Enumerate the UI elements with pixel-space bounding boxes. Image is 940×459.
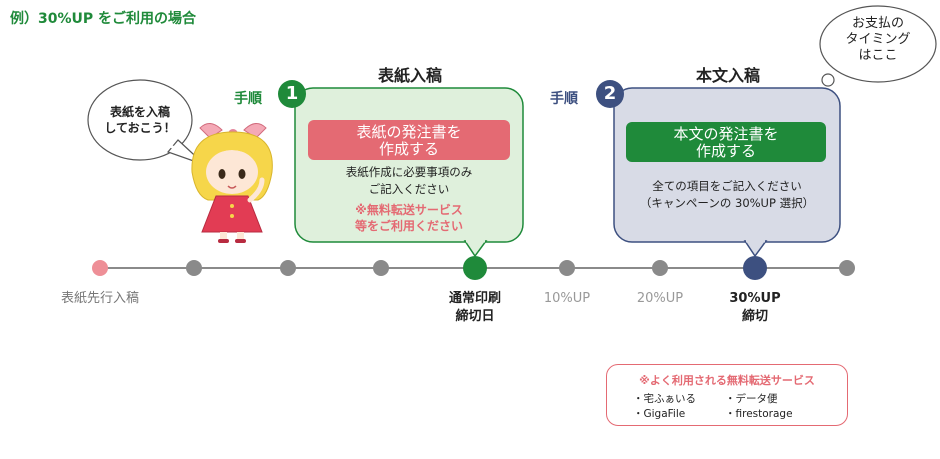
timeline-label-deadline: 通常印刷 締切日 [420, 290, 530, 326]
thought-bubble-right-text: お支払の タイミング はここ [826, 16, 930, 64]
step2-panel [613, 87, 841, 258]
step1-note: ※無料転送サービス 等をご利用ください [300, 202, 518, 234]
speech-right-line3: はここ [858, 48, 898, 63]
timeline-dot-3 [280, 260, 296, 276]
timeline-30pct-line2: 締切 [741, 309, 768, 324]
timeline-dot-30pct [743, 256, 767, 280]
timeline-dot-2 [186, 260, 202, 276]
timeline-dot-4 [373, 260, 389, 276]
timeline-deadline-line2: 締切日 [455, 309, 495, 324]
step1-button-line1: 表紙の発注書を [356, 123, 462, 141]
services-title: ※よく利用される無料転送サービス [639, 374, 815, 387]
timeline-30pct-line1: 30%UP [729, 291, 781, 306]
step1-button-line2: 作成する [378, 140, 439, 158]
step2-number-badge: 2 [596, 80, 624, 108]
step2-create-order-button[interactable]: 本文の発注書を 作成する [626, 122, 826, 162]
step1-desc-line1: 表紙作成に必要事項のみ [345, 165, 473, 179]
timeline-label-10pct: 10%UP [543, 291, 591, 306]
step2-title: 本文入稿 [695, 66, 760, 85]
timeline-label-cover-first: 表紙先行入稿 [60, 291, 139, 306]
services-list: ・宅ふぁいる ・データ便 ・GigaFile ・firestorage [607, 388, 847, 421]
page-heading: 例）30%UP をご利用の場合 [10, 11, 197, 27]
service-item: ・宅ふぁいる [633, 393, 696, 405]
step2-description: 全ての項目をご記入ください （キャンペーンの 30%UP 選択） [618, 178, 836, 212]
step2-button-line2: 作成する [695, 142, 756, 160]
step1-desc-line2: ご記入ください [368, 182, 450, 196]
step2-label: 手順 [550, 91, 578, 107]
timeline-deadline-line1: 通常印刷 [448, 291, 501, 306]
step2-desc-line1: 全ての項目をご記入ください [652, 179, 802, 193]
girl-character-illustration [191, 123, 273, 243]
step2-button-line1: 本文の発注書を [673, 125, 779, 143]
speech-left-line1: 表紙を入稿 [109, 105, 170, 119]
step1-description: 表紙作成に必要事項のみ ご記入ください [300, 164, 518, 198]
step1-note-line2: 等をご利用ください [354, 219, 463, 233]
step1-title: 表紙入稿 [377, 66, 442, 85]
step2-desc-line2: （キャンペーンの 30%UP 選択） [639, 196, 815, 210]
speech-bubble-left-text: 表紙を入稿 しておこう！ [92, 104, 188, 136]
step1-note-line1: ※無料転送サービス [355, 203, 463, 217]
timeline-dot-end [839, 260, 855, 276]
timeline-dot-1 [92, 260, 108, 276]
speech-left-line2: しておこう！ [104, 121, 176, 135]
service-item: ・firestorage [725, 408, 793, 420]
speech-right-line1: お支払の [851, 16, 904, 31]
timeline-label-20pct: 20%UP [636, 291, 684, 306]
step1-label: 手順 [234, 91, 262, 107]
timeline-dot-20pct [652, 260, 668, 276]
service-item: ・データ便 [725, 393, 778, 405]
timeline-dot-10pct [559, 260, 575, 276]
step1-create-order-button[interactable]: 表紙の発注書を 作成する [308, 120, 510, 160]
speech-right-line2: タイミング [845, 32, 911, 47]
free-transfer-services-box: ※よく利用される無料転送サービス ・宅ふぁいる ・データ便 ・GigaFile … [606, 364, 848, 426]
service-item: ・GigaFile [633, 408, 686, 420]
step1-number-badge: 1 [278, 80, 306, 108]
timeline-label-30pct: 30%UP 締切 [700, 290, 810, 326]
timeline-dot-deadline [463, 256, 487, 280]
